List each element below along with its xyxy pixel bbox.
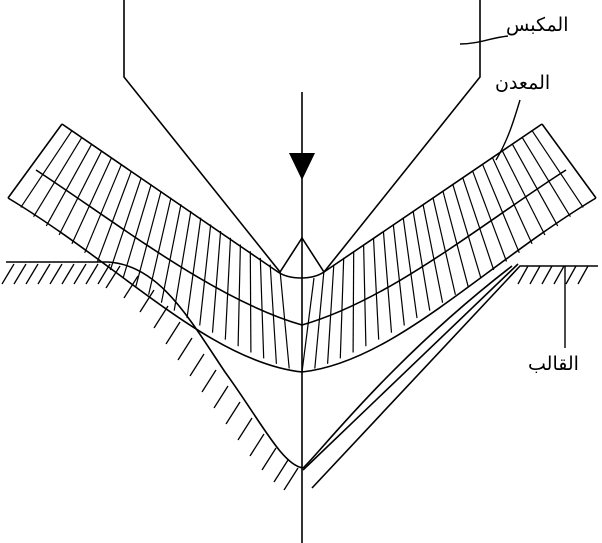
sheet-grid-line [33, 137, 83, 218]
die-right-inner-line [302, 263, 519, 471]
die-right-inner-wall [302, 265, 513, 469]
sheet-grid-line [432, 197, 456, 295]
hatch-stroke [261, 447, 277, 471]
sheet-grid-line [84, 163, 123, 254]
sheet-grid-line [259, 257, 265, 359]
sheet-grid-line [186, 217, 202, 319]
sheet-grid-line [211, 231, 222, 333]
sheet-grid-line [402, 217, 418, 319]
hatch-stroke [37, 263, 51, 285]
hatch-stroke [165, 321, 181, 345]
hatch-stroke [139, 289, 155, 313]
sheet-grid-line [45, 143, 93, 227]
hatch-stroke [577, 265, 589, 285]
sheet-grid-line [71, 157, 113, 245]
die-hatching-right [517, 265, 589, 285]
hatch-stroke [283, 467, 299, 491]
sheet-grid-line [148, 197, 172, 295]
sheet-grid-line [501, 150, 546, 236]
sheet-grid-line [122, 184, 152, 279]
hatch-stroke [25, 263, 39, 285]
force-arrow-head [289, 153, 315, 180]
sheet-left-end [7, 123, 63, 199]
sheet-grid-line [160, 204, 182, 303]
sheet-grid-line [237, 244, 241, 347]
hatch-stroke [273, 459, 289, 483]
metal-label: المعدن [495, 72, 551, 94]
sheet-grid-line [249, 251, 252, 353]
hatch-stroke [177, 337, 193, 361]
sheet-grid-line [199, 224, 212, 326]
hatch-stroke [153, 305, 169, 329]
sheet-grid-line [339, 257, 345, 359]
sheet-grid-line [442, 190, 469, 287]
die [1, 261, 598, 491]
sheet-grid-line [382, 231, 393, 333]
hatch-stroke [61, 263, 75, 285]
leader-lines [459, 35, 566, 348]
sheet-grid-line [462, 177, 495, 271]
hatch-stroke [1, 263, 15, 285]
sheet-grid-line [173, 210, 192, 311]
hatch-stroke [201, 369, 217, 393]
die-label: القالب [528, 353, 579, 375]
hatch-stroke [123, 275, 139, 299]
hatch-stroke [517, 265, 529, 285]
sheet-right-end [541, 123, 597, 199]
sheet-grid-line [327, 264, 335, 364]
sheet-grid-line [279, 271, 290, 369]
hatch-stroke [529, 265, 541, 285]
sheet-grid-lines [20, 130, 584, 373]
sheet-grid-line [135, 190, 162, 287]
hatch-stroke [13, 263, 27, 285]
sheet-grid-line [511, 143, 559, 227]
hatch-stroke [105, 265, 121, 289]
die-hatching-left [1, 263, 299, 491]
sheet-grid-line [269, 264, 277, 364]
sheet-grid-line [363, 244, 367, 347]
hatch-stroke [189, 353, 205, 377]
sheet-grid-line [521, 137, 571, 218]
hatch-stroke [213, 385, 229, 409]
punch-leader-line [459, 35, 509, 45]
sheet-grid-line [372, 237, 380, 340]
sheet-grid-line [472, 170, 508, 262]
hatch-stroke [565, 265, 577, 285]
hatch-stroke [541, 265, 553, 285]
sheet-grid-line [314, 271, 325, 369]
metal-leader-line [495, 99, 521, 161]
sheet-grid-line [392, 224, 405, 326]
hatch-stroke [49, 263, 63, 285]
sheet-grid-line [491, 157, 533, 245]
sheet-grid-line [20, 130, 73, 208]
sheet-grid-line [531, 130, 584, 208]
hatch-stroke [225, 401, 241, 425]
hatch-stroke [85, 263, 99, 285]
sheet-grid-line [452, 184, 482, 279]
sheet-grid-line [58, 150, 103, 236]
sheet-grid-line [301, 277, 315, 373]
hatch-stroke [73, 263, 87, 285]
sheet-grid-line [422, 204, 444, 303]
sheet-grid-line [109, 177, 142, 271]
hatch-stroke [553, 265, 565, 285]
sheet-grid-line [412, 210, 431, 311]
hatch-stroke [249, 433, 265, 457]
die-right-outer-wall [311, 265, 598, 489]
sheet-grid-line [224, 237, 232, 340]
sheet-grid-line [96, 170, 132, 262]
die-left-surface [6, 261, 304, 469]
sheet-grid-line [481, 163, 520, 254]
punch-label: المكبس [506, 14, 569, 36]
hatch-stroke [237, 417, 253, 441]
sheet-grid-line [352, 251, 355, 353]
